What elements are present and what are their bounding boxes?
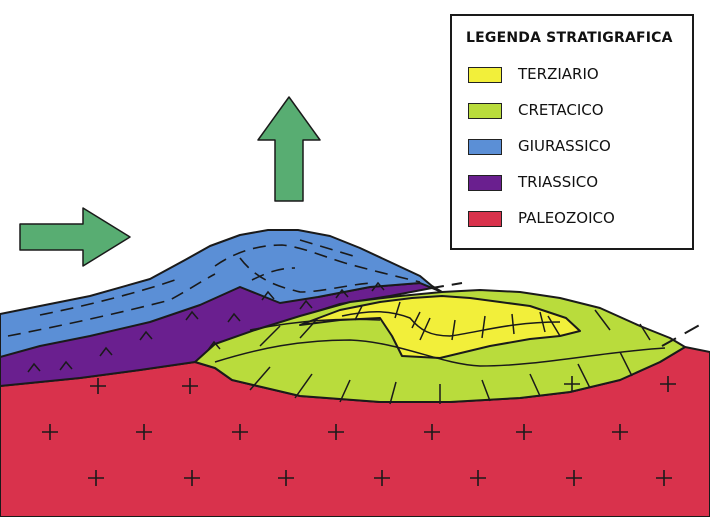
legend-label-giurassico: GIURASSICO: [518, 137, 611, 155]
uplift-arrow-up-icon: [258, 97, 320, 201]
legend-label-terziario: TERZIARIO: [518, 65, 599, 83]
legend-label-paleozoico: PALEOZOICO: [518, 209, 615, 227]
legend-label-triassico: TRIASSICO: [518, 173, 598, 191]
stratigraphic-legend: LEGENDA STRATIGRAFICA TERZIARIO CRETACIC…: [450, 14, 694, 250]
legend-swatch-cretacico: [468, 103, 502, 119]
legend-swatch-triassico: [468, 175, 502, 191]
legend-label-cretacico: CRETACICO: [518, 101, 604, 119]
legend-title: LEGENDA STRATIGRAFICA: [466, 30, 673, 46]
legend-swatch-terziario: [468, 67, 502, 83]
legend-swatch-paleozoico: [468, 211, 502, 227]
legend-swatch-giurassico: [468, 139, 502, 155]
compression-arrow-right-icon: [20, 208, 130, 266]
